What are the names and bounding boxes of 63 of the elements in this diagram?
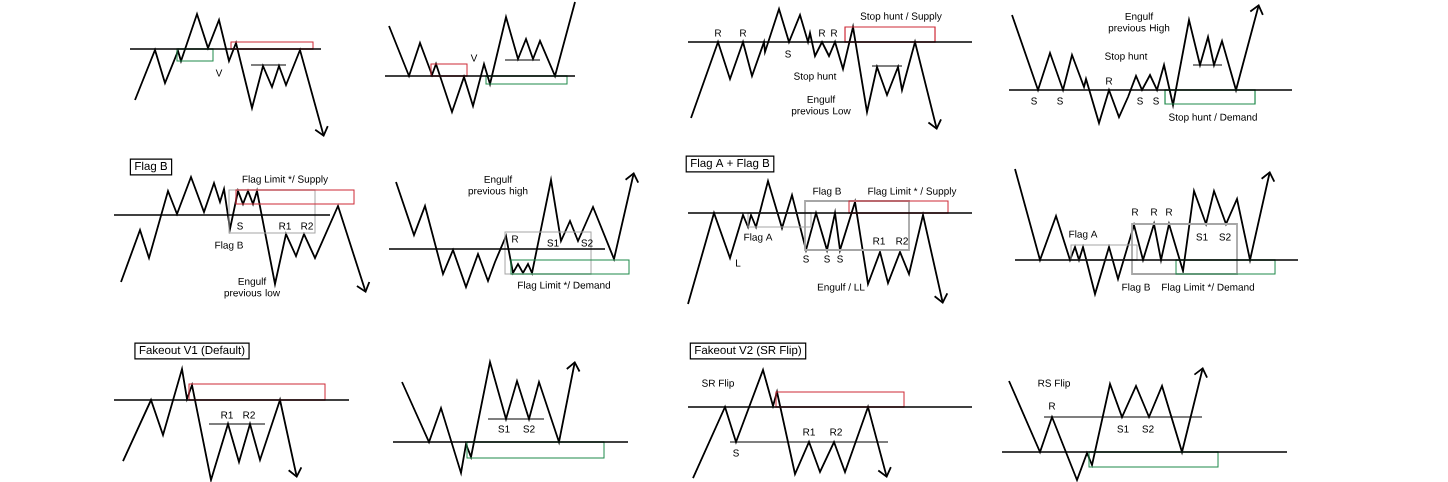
chart-label: Engulf previous high [468,175,528,197]
chart-label: S2 [581,239,593,247]
chart-label: S1 [1117,425,1129,433]
chart-label: R [1049,402,1056,410]
chart-label: Engulf / LL [817,283,865,293]
chart-label: Stop hunt / Supply [860,12,942,22]
chart-label: R2 [243,411,255,419]
chart-label: Flag Limit */ Supply [242,175,329,185]
chart-label: S [1057,97,1063,105]
chart-label: S [785,50,791,58]
chart-label: S [803,255,809,263]
chart-label: Engulf previous low [224,277,281,299]
chart-label: Engulf previous High [1108,12,1170,34]
chart-label: R [819,29,826,37]
chart-label: Flag B [1122,283,1150,293]
chart-label: Flag Limit * / Supply [868,187,957,197]
chart-label: R [512,235,519,243]
chart-label: R1 [803,428,815,436]
chart-label: Flag B [813,187,841,197]
chart-label: R2 [896,237,908,245]
chart-label: S2 [1219,233,1231,241]
chart-label: S1 [498,425,510,433]
chart-label: S [1153,97,1159,105]
chart-label: Flag B [215,241,243,251]
chart-label: Engulf previous Low [791,95,851,117]
title-box: Flag A + Flag B [685,155,775,173]
chart-label: Stop hunt [794,72,837,82]
chart-label: S2 [1142,425,1154,433]
title-box: Fakeout V2 (SR Flip) [689,342,807,360]
chart-label: R [1166,208,1173,216]
chart-label: Flag A [744,233,773,243]
chart-label: R1 [279,222,291,230]
chart-label: R2 [830,428,842,436]
chart-label: S [1137,97,1143,105]
chart-label: S [237,222,243,230]
chart-label: R [831,29,838,37]
chart-label: R2 [301,222,313,230]
chart-label: RS Flip [1038,379,1070,389]
title-box: Fakeout V1 (Default) [134,342,250,360]
chart-label: R [1132,208,1139,216]
chart-label: S1 [1196,233,1208,241]
chart-label: Flag Limit */ Demand [518,281,611,291]
chart-label: V [470,54,478,62]
chart-label: V [215,69,223,77]
chart-label: SR Flip [702,379,734,389]
chart-label: S1 [547,239,559,247]
chart-label: S2 [523,425,535,433]
chart-label: R [1151,208,1158,216]
chart-label: S [1031,97,1037,105]
chart-label: L [736,259,741,267]
chart-label: Flag A [1069,230,1098,240]
chart-label: R [740,29,747,37]
chart-label: Stop hunt [1105,52,1148,62]
chart-label: S [824,255,830,263]
chart-label: Stop hunt / Demand [1169,113,1257,123]
chart-label: R1 [221,411,233,419]
chart-label: R [715,29,722,37]
chart-label: S [733,449,739,457]
chart-label: S [837,255,843,263]
title-box: Flag B [129,158,173,176]
chart-label: R1 [873,237,885,245]
chart-label: Flag Limit */ Demand [1162,283,1255,293]
chart-label: R [1106,77,1113,85]
